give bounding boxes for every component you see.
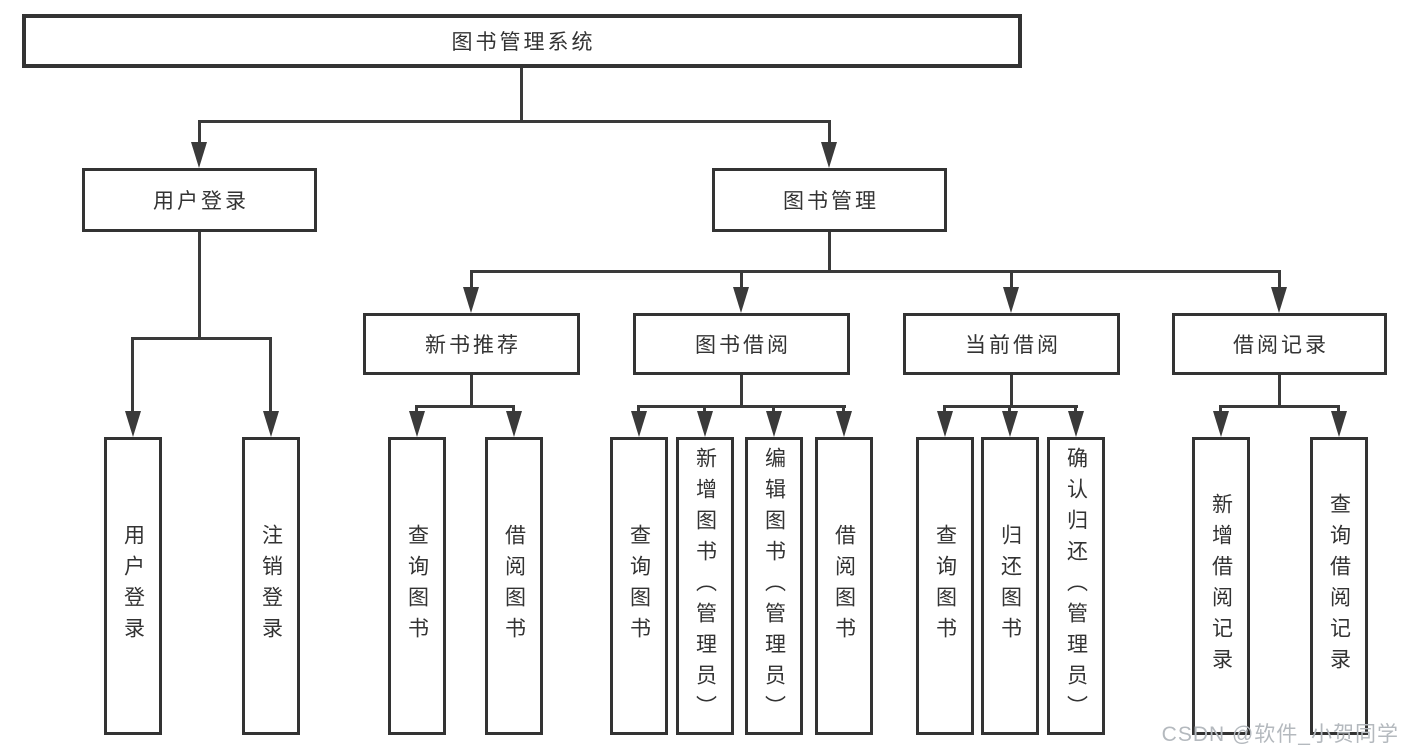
node-library-management-system: 图书管理系统 (22, 14, 1022, 68)
node-label: 归还图书 (998, 524, 1022, 648)
arrow-down-icon (125, 411, 141, 437)
connector-line (828, 120, 831, 146)
arrow-down-icon (1002, 411, 1018, 437)
arrow-down-icon (766, 411, 782, 437)
node-book-borrowing: 图书借阅 (633, 313, 850, 375)
node-leaf-confirm-return-admin: 确认归还（管理员） (1047, 437, 1105, 735)
csdn-watermark: CSDN @软件_小贺同学 (1161, 723, 1399, 746)
node-label: 查询图书 (627, 524, 651, 648)
connector-line (637, 405, 640, 415)
node-leaf-query-books-borrowing: 查询图书 (610, 437, 668, 735)
arrow-down-icon (263, 411, 279, 437)
connector-line (842, 405, 845, 415)
arrow-down-icon (1213, 411, 1229, 437)
connector-line (415, 405, 418, 415)
node-label: 图书管理系统 (451, 31, 596, 54)
connector-line (198, 120, 831, 123)
node-label: 新增图书（管理员） (693, 446, 717, 726)
connector-line (131, 337, 134, 415)
node-leaf-user-login: 用户登录 (104, 437, 162, 735)
connector-line (1074, 405, 1077, 415)
node-label: 新增借阅记录 (1209, 493, 1233, 679)
connector-line (1278, 375, 1281, 408)
connector-line (943, 405, 946, 415)
node-new-book-recommendation: 新书推荐 (363, 313, 580, 375)
connector-line (740, 375, 743, 408)
connector-line (131, 337, 272, 340)
node-leaf-query-borrow-record: 查询借阅记录 (1310, 437, 1368, 735)
node-label: 借阅记录 (1233, 334, 1329, 357)
arrow-down-icon (1003, 287, 1019, 313)
node-label: 借阅图书 (832, 524, 856, 648)
node-leaf-borrow-books-borrowing: 借阅图书 (815, 437, 873, 735)
arrow-down-icon (836, 411, 852, 437)
node-leaf-edit-book-admin: 编辑图书（管理员） (745, 437, 803, 735)
connector-line (470, 270, 473, 290)
node-leaf-query-books-current: 查询图书 (916, 437, 974, 735)
node-leaf-borrow-books-recommend: 借阅图书 (485, 437, 543, 735)
connector-line (1010, 375, 1013, 408)
arrow-down-icon (821, 142, 837, 168)
arrow-down-icon (937, 411, 953, 437)
connector-line (740, 270, 743, 290)
connector-line (198, 120, 201, 146)
arrow-down-icon (463, 287, 479, 313)
connector-line (1278, 270, 1281, 290)
node-leaf-logout: 注销登录 (242, 437, 300, 735)
node-label: 当前借阅 (965, 334, 1061, 357)
connector-line (470, 375, 473, 408)
node-book-management: 图书管理 (712, 168, 947, 232)
node-user-login: 用户登录 (82, 168, 317, 232)
node-label: 查询借阅记录 (1327, 493, 1351, 679)
node-label: 查询图书 (405, 524, 429, 648)
connector-line (703, 405, 706, 415)
node-label: 用户登录 (153, 190, 249, 213)
arrow-down-icon (1068, 411, 1084, 437)
node-label: 图书借阅 (695, 334, 791, 357)
node-label: 确认归还（管理员） (1064, 446, 1088, 726)
connector-line (415, 405, 515, 408)
node-leaf-return-books: 归还图书 (981, 437, 1039, 735)
node-current-borrowing: 当前借阅 (903, 313, 1120, 375)
connector-line (198, 232, 201, 340)
connector-line (269, 337, 272, 415)
node-label: 用户登录 (121, 524, 145, 648)
connector-line (828, 232, 831, 273)
node-label: 编辑图书（管理员） (762, 446, 786, 726)
arrow-down-icon (409, 411, 425, 437)
connector-line (520, 68, 523, 123)
arrow-down-icon (506, 411, 522, 437)
node-label: 查询图书 (933, 524, 957, 648)
connector-line (1219, 405, 1222, 415)
arrow-down-icon (191, 142, 207, 168)
connector-line (512, 405, 515, 415)
node-label: 图书管理 (783, 190, 879, 213)
arrow-down-icon (733, 287, 749, 313)
node-leaf-add-borrow-record: 新增借阅记录 (1192, 437, 1250, 735)
connector-line (772, 405, 775, 415)
connector-line (1010, 270, 1013, 290)
node-leaf-query-books-recommend: 查询图书 (388, 437, 446, 735)
arrow-down-icon (697, 411, 713, 437)
node-borrowing-records: 借阅记录 (1172, 313, 1387, 375)
node-label: 新书推荐 (425, 334, 521, 357)
node-leaf-add-book-admin: 新增图书（管理员） (676, 437, 734, 735)
arrow-down-icon (1331, 411, 1347, 437)
node-label: 借阅图书 (502, 524, 526, 648)
connector-line (637, 405, 846, 408)
connector-line (470, 270, 1281, 273)
node-label: 注销登录 (259, 524, 283, 648)
connector-line (1337, 405, 1340, 415)
arrow-down-icon (631, 411, 647, 437)
connector-line (1219, 405, 1340, 408)
connector-line (1008, 405, 1011, 415)
arrow-down-icon (1271, 287, 1287, 313)
